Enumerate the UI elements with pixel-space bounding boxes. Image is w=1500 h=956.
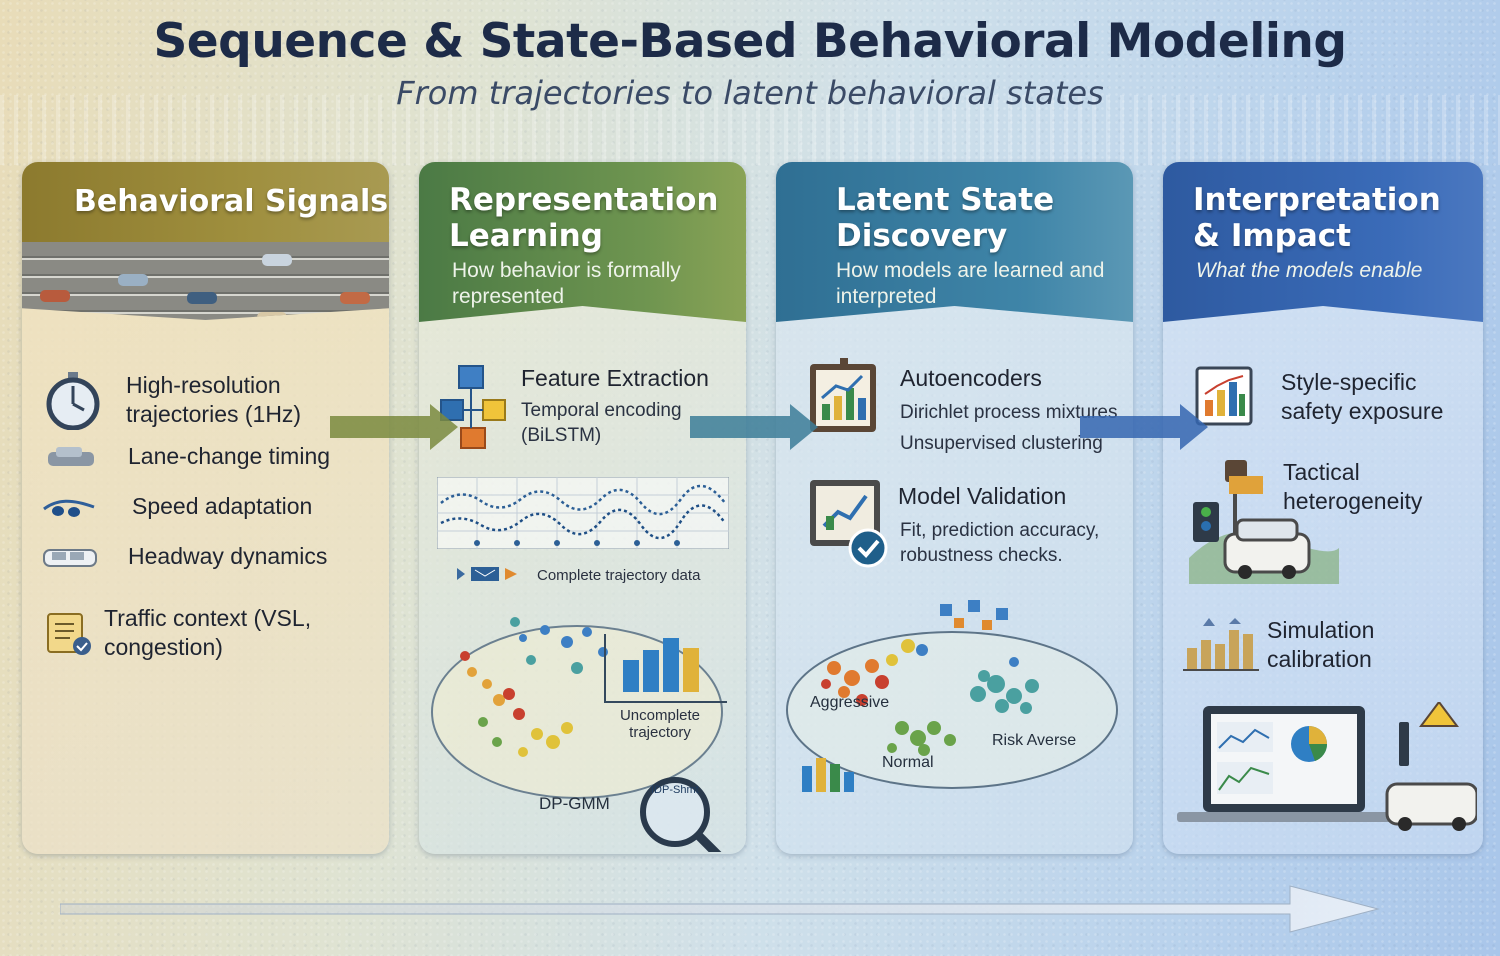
signal-item-lane-change: Lane-change timing xyxy=(46,442,330,471)
panel-header xyxy=(1163,162,1483,322)
latent-state-panel: Latent State Discovery How models are le… xyxy=(776,162,1133,854)
signal-label: Headway dynamics xyxy=(128,543,328,569)
temporal-encoding-label: Temporal encoding (BiLSTM) xyxy=(521,400,682,446)
arrow-latent-to-impact xyxy=(1080,404,1208,450)
page-subtitle: From trajectories to latent behavioral s… xyxy=(396,74,1104,112)
panel-subtitle: What the models enable xyxy=(1196,259,1423,282)
vehicle-outline-icon xyxy=(43,548,97,567)
speed-dots-icon xyxy=(43,499,95,517)
magnifier-text: IDP-Shmt xyxy=(651,784,699,796)
autoencoders-label: Autoencoders xyxy=(900,365,1042,391)
signal-item-speed: Speed adaptation xyxy=(42,492,312,521)
impact-item-calibration: Simulation calibration xyxy=(1267,617,1375,672)
panel-title: Latent State Discovery xyxy=(836,182,1055,254)
model-validation-label: Model Validation xyxy=(898,483,1067,509)
signal-label: Traffic context (VSL, congestion) xyxy=(104,605,312,660)
skyline-background xyxy=(0,95,1500,165)
car-icon xyxy=(48,446,94,466)
impact-item-heterogeneity: Tactical heterogeneity xyxy=(1283,459,1423,514)
cluster-label-normal: Normal xyxy=(882,754,934,771)
behavioral-signals-panel: Behavioral Signals High-resolution traje… xyxy=(22,162,389,854)
representation-learning-panel: Representation Learning How behavior is … xyxy=(419,162,746,854)
chart-board-icon xyxy=(810,358,876,432)
timeline-arrow xyxy=(60,885,1380,933)
signal-label: Speed adaptation xyxy=(132,493,313,519)
panel-subtitle: How models are learned and interpreted xyxy=(836,259,1105,308)
data-flow-icon xyxy=(457,567,517,581)
calibration-icon xyxy=(1183,618,1259,671)
impact-item-safety: Style-specific safety exposure xyxy=(1281,369,1444,424)
panel-header xyxy=(776,162,1133,322)
page-title: Sequence & State-Based Behavioral Modeli… xyxy=(153,14,1347,69)
time-series-chart xyxy=(437,477,729,549)
panel-title: Behavioral Signals xyxy=(74,184,389,219)
panel-title: Interpretation & Impact xyxy=(1193,182,1441,254)
bar-chart-icon xyxy=(1195,366,1253,426)
panel-header xyxy=(419,162,746,322)
dpgmm-label: DP-GMM xyxy=(539,794,610,813)
latent-cluster-chart xyxy=(786,600,1118,792)
signal-label: High-resolution trajectories (1Hz) xyxy=(126,372,302,427)
interpretation-impact-panel: Interpretation & Impact What the models … xyxy=(1163,162,1483,854)
signal-item-trajectories: High-resolution trajectories (1Hz) xyxy=(44,370,366,430)
clustering-label: Unsupervised clustering xyxy=(900,433,1103,454)
flowchart-icon xyxy=(440,365,506,449)
panel-subtitle: How behavior is formally represented xyxy=(452,259,681,308)
validation-icon xyxy=(810,480,888,568)
validation-desc: Fit, prediction accuracy, robustness che… xyxy=(900,520,1100,566)
panel-title: Representation Learning xyxy=(449,182,719,254)
feature-extraction-label: Feature Extraction xyxy=(521,365,709,391)
stopwatch-icon xyxy=(46,372,100,430)
signal-item-traffic-context: Traffic context (VSL, congestion) xyxy=(46,604,324,662)
cluster-ellipse-chart xyxy=(431,617,727,852)
cluster-label-risk-averse: Risk Averse xyxy=(992,732,1077,749)
signal-item-headway: Headway dynamics xyxy=(42,542,327,571)
document-icon xyxy=(47,613,91,655)
panel-header xyxy=(22,162,389,242)
signal-label: Lane-change timing xyxy=(128,443,331,469)
arrow-representation-to-latent xyxy=(690,404,818,450)
highway-image xyxy=(22,242,389,320)
arrow-signals-to-representation xyxy=(330,404,458,450)
incomplete-trajectory-caption: Uncomplete trajectory xyxy=(619,707,701,741)
laptop-dashboard-icon xyxy=(1177,702,1477,831)
traffic-scene-icon xyxy=(1189,460,1339,584)
cluster-label-aggressive: Aggressive xyxy=(810,694,890,711)
complete-trajectory-caption: Complete trajectory data xyxy=(537,567,701,584)
dirichlet-label: Dirichlet process mixtures xyxy=(900,402,1118,423)
